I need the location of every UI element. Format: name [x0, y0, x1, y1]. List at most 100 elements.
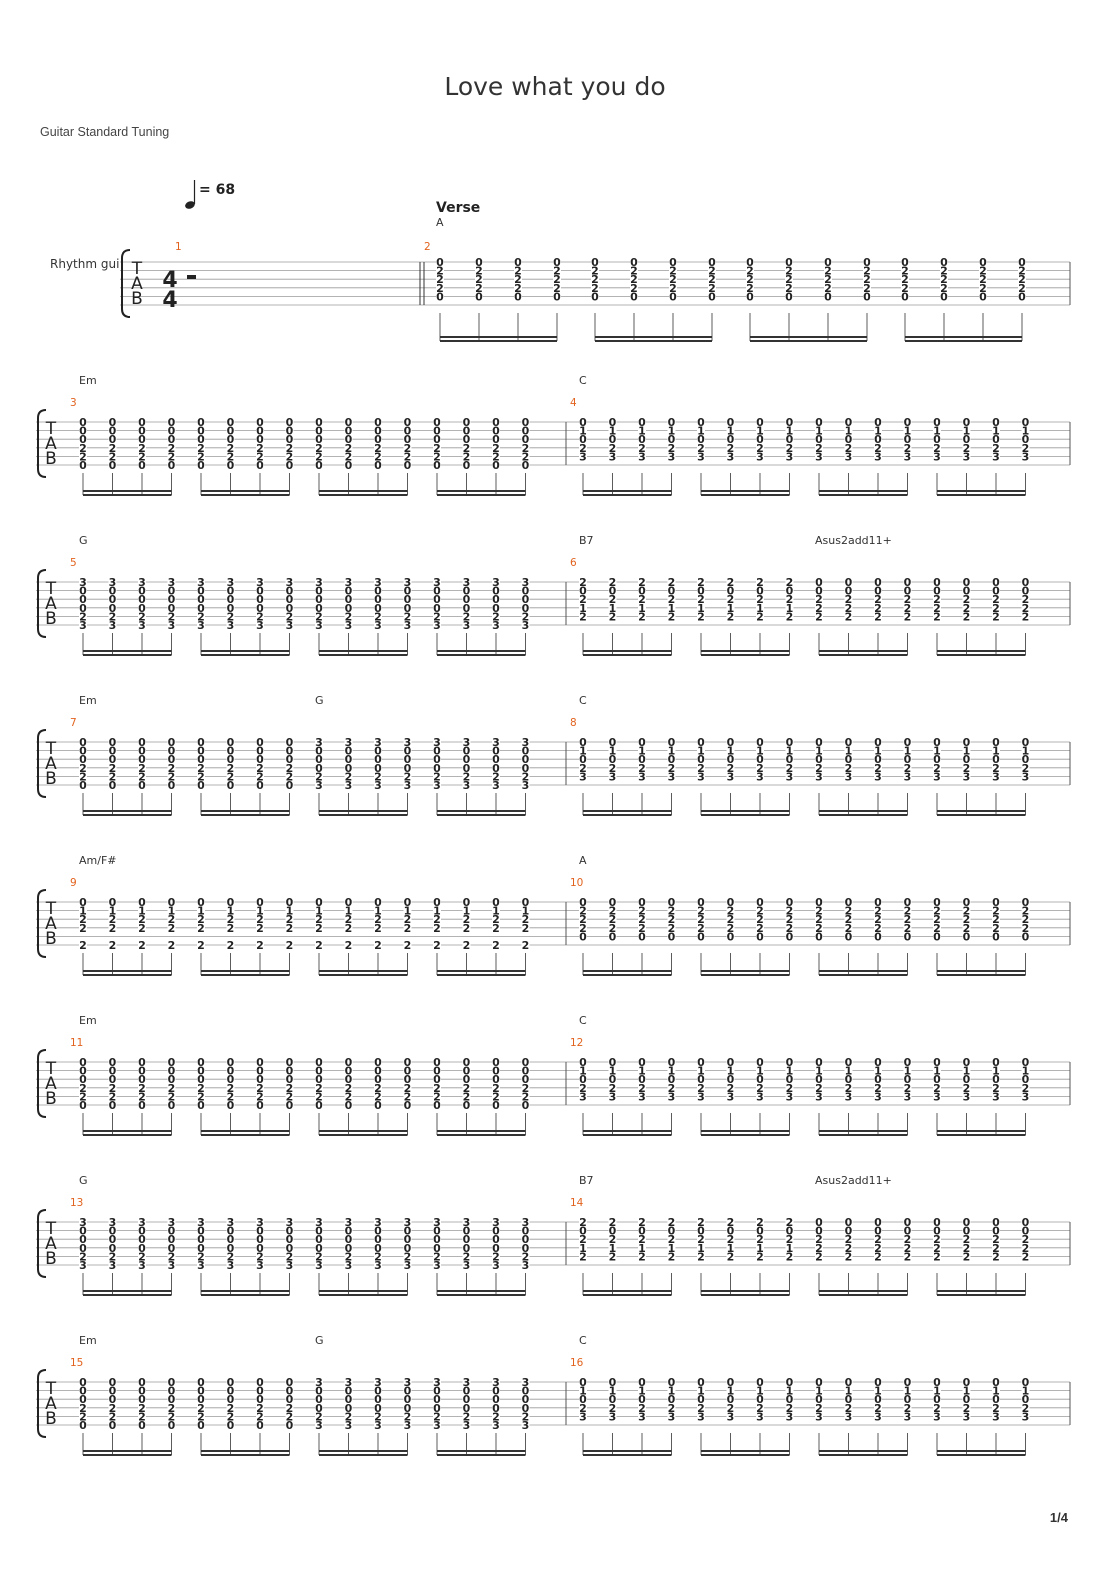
- fret-bg: [521, 578, 530, 587]
- fret-bg: [874, 1092, 882, 1102]
- fret-bg: [79, 1412, 87, 1422]
- fret-bg: [403, 452, 412, 462]
- fret-number: 0: [933, 585, 941, 598]
- fret-bg: [608, 1243, 617, 1253]
- fret-number: 2: [227, 450, 235, 463]
- fret-bg: [197, 923, 205, 933]
- fret-bg: [344, 781, 353, 790]
- fret-number: 0: [815, 930, 823, 943]
- fret-number: 2: [815, 905, 823, 918]
- fret-number: 0: [963, 1393, 971, 1406]
- fret-number: 2: [433, 913, 441, 926]
- fret-bg: [138, 443, 146, 453]
- fret-number: 0: [315, 1393, 323, 1406]
- fret-bg: [608, 418, 617, 427]
- fret-bg: [874, 923, 882, 933]
- fret-bg: [785, 1218, 794, 1227]
- fret-number: 1: [609, 1065, 617, 1078]
- fret-number: 3: [668, 1410, 676, 1423]
- fret-bg: [874, 595, 882, 605]
- fret-number: 1: [668, 1385, 676, 1398]
- fret-bg: [344, 443, 353, 453]
- fret-number: 2: [815, 922, 823, 935]
- fret-number: 0: [256, 459, 264, 472]
- fret-bg: [285, 612, 294, 622]
- fret-bg: [108, 1218, 117, 1227]
- fret-bg: [462, 1066, 471, 1076]
- fret-bg: [785, 292, 793, 302]
- fret-bg: [726, 738, 735, 747]
- fret-bg: [579, 443, 587, 453]
- fret-bg: [579, 898, 587, 907]
- fret-bg: [579, 595, 587, 605]
- fret-bg: [344, 941, 353, 950]
- fret-bg: [79, 1386, 87, 1396]
- fret-bg: [285, 1261, 294, 1270]
- system-bracket: [37, 1209, 47, 1278]
- fret-number: 0: [786, 1056, 794, 1069]
- fret-number: 0: [197, 1065, 205, 1078]
- fret-bg: [167, 1243, 176, 1253]
- fret-bg: [79, 443, 87, 453]
- fret-number: 2: [940, 273, 948, 286]
- fret-bg: [1018, 283, 1026, 293]
- fret-bg: [844, 755, 853, 765]
- fret-number: 2: [963, 1250, 971, 1263]
- fret-bg: [756, 1386, 764, 1396]
- fret-number: 0: [630, 256, 638, 269]
- fret-number: 0: [227, 425, 235, 438]
- fret-bg: [608, 452, 617, 462]
- fret-bg: [138, 1092, 146, 1102]
- fret-number: 2: [786, 576, 794, 589]
- fret-bg: [591, 283, 599, 293]
- fret-number: 0: [79, 1065, 87, 1078]
- fret-number: 2: [786, 913, 794, 926]
- fret-number: 2: [463, 913, 471, 926]
- fret-number: 0: [727, 1056, 735, 1069]
- fret-number: 0: [514, 256, 522, 269]
- fret-number: 3: [579, 1090, 587, 1103]
- fret-bg: [521, 923, 530, 933]
- fret-bg: [992, 595, 1000, 605]
- fret-bg: [492, 923, 500, 933]
- fret-bg: [285, 1101, 294, 1110]
- fret-bg: [462, 578, 471, 587]
- fret-number: 2: [256, 1410, 264, 1423]
- fret-bg: [785, 923, 794, 933]
- fret-bg: [138, 603, 146, 613]
- fret-number: 2: [992, 905, 1000, 918]
- fret-bg: [992, 1066, 1000, 1076]
- fret-number: 2: [901, 265, 909, 278]
- fret-bg: [1021, 452, 1030, 462]
- fret-bg: [608, 435, 617, 445]
- fret-number: 2: [963, 922, 971, 935]
- fret-number: 2: [786, 1233, 794, 1246]
- fret-bg: [844, 586, 853, 596]
- fret-bg: [374, 898, 382, 907]
- fret-number: 1: [992, 1385, 1000, 1398]
- fret-bg: [579, 772, 587, 782]
- fret-number: 0: [433, 1065, 441, 1078]
- fret-number: 0: [463, 459, 471, 472]
- fret-bg: [962, 1403, 971, 1413]
- measure-number: 11: [70, 1037, 83, 1049]
- fret-bg: [874, 1403, 882, 1413]
- fret-number: 1: [638, 1065, 646, 1078]
- fret-bg: [933, 1252, 941, 1262]
- fret-number: 0: [492, 433, 500, 446]
- fret-bg: [697, 1403, 705, 1413]
- fret-bg: [433, 595, 441, 605]
- fret-number: 2: [433, 939, 441, 952]
- fret-number: 0: [522, 745, 530, 758]
- fret-number: 0: [1022, 576, 1030, 589]
- fret-bg: [167, 1058, 176, 1067]
- fret-bg: [591, 275, 599, 285]
- fret-number: 3: [404, 1216, 412, 1229]
- fret-number: 2: [874, 1242, 882, 1255]
- fret-bg: [638, 746, 646, 756]
- fret-bg: [79, 915, 87, 925]
- fret-number: 0: [904, 896, 912, 909]
- fret-number: 2: [286, 922, 294, 935]
- fret-number: 0: [668, 585, 676, 598]
- fret-bg: [579, 586, 587, 596]
